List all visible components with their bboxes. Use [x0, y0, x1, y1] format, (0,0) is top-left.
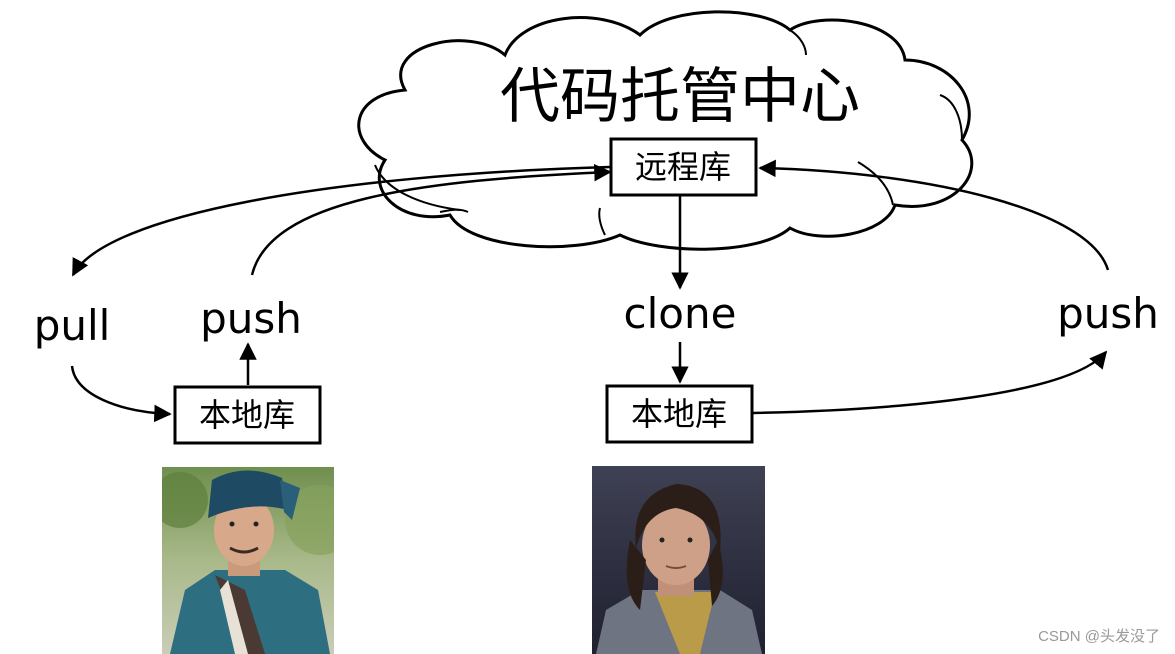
left-local-repo-box: 本地库 — [173, 385, 322, 445]
pull-arrow-remote-to-pull — [71, 165, 611, 277]
right-push-arrow-push-to-remote — [758, 159, 1110, 271]
left-push-label: push — [200, 294, 302, 343]
remote-repo-label: 远程库 — [635, 148, 731, 186]
right-push-arrow-local-to-push — [752, 350, 1108, 415]
right-person-photo — [592, 466, 765, 654]
csdn-watermark: CSDN @头发没了 — [1038, 628, 1160, 645]
right-local-repo-box: 本地库 — [605, 384, 754, 444]
left-local-repo-label: 本地库 — [199, 396, 295, 434]
left-person-photo — [162, 467, 334, 654]
pull-arrow-pull-to-local — [70, 365, 172, 423]
right-local-repo-label: 本地库 — [631, 395, 727, 433]
arrows — [70, 159, 1110, 423]
cloud-title: 代码托管中心 — [500, 62, 860, 132]
right-push-label: push — [1057, 289, 1159, 338]
push-arrow-push-to-remote — [250, 163, 612, 276]
pull-label: pull — [34, 301, 111, 350]
code-hosting-cloud: 代码托管中心 — [357, 10, 974, 251]
remote-repo-box: 远程库 — [609, 137, 758, 197]
clone-label: clone — [624, 289, 737, 338]
